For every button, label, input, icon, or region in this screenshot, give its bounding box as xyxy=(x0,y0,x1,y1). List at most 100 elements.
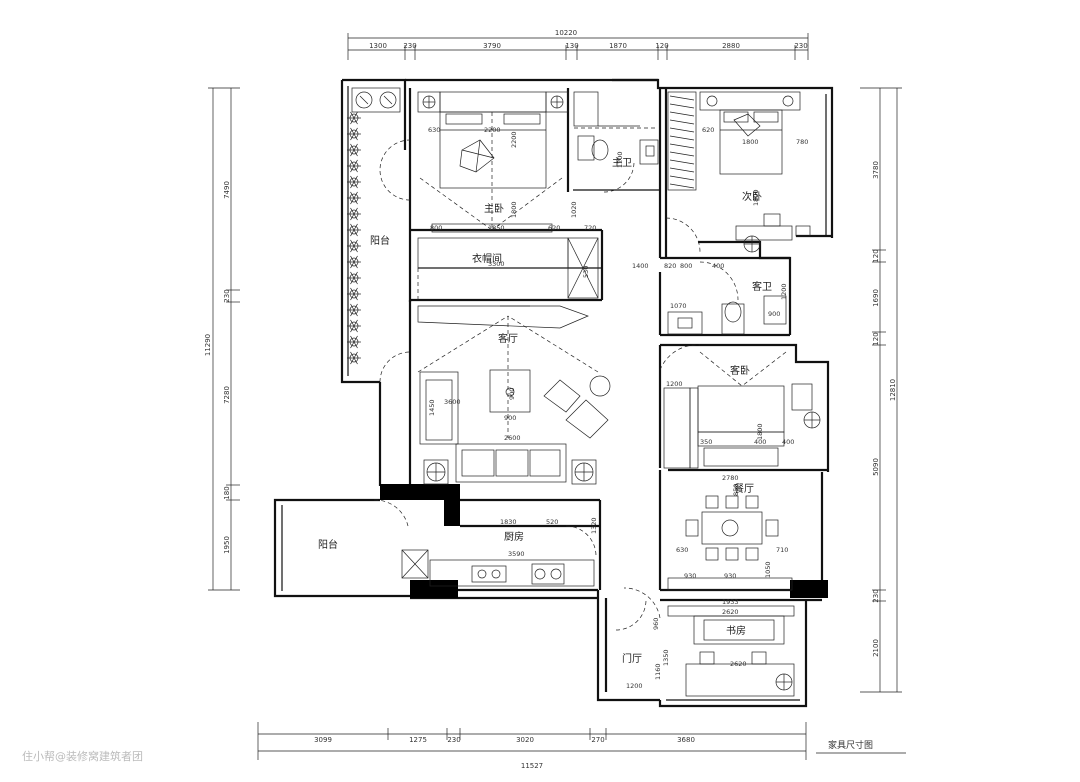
plant-icon xyxy=(347,335,361,349)
st-dim: 960 xyxy=(652,618,660,630)
lr-dim: 900 xyxy=(504,414,516,422)
dim-bottom-seg: 230 xyxy=(447,736,460,744)
column-block xyxy=(444,500,460,526)
dr-dim: 930 xyxy=(684,572,696,580)
plant-icon xyxy=(347,239,361,253)
structural-columns xyxy=(380,484,828,598)
lr-dim: 2600 xyxy=(504,434,521,442)
dim-right-seg: 2100 xyxy=(872,639,880,657)
plant-icon xyxy=(347,255,361,269)
st-dim: 2620 xyxy=(722,608,739,616)
dim-top-seg: 3790 xyxy=(483,42,501,50)
plant-icon xyxy=(347,351,361,365)
room-label-living-room: 客厅 xyxy=(498,332,518,345)
second-bedroom: 620 1800 780 1800 次卧 xyxy=(665,91,811,253)
dim-top-seg: 130 xyxy=(565,42,578,50)
column-block xyxy=(790,580,828,598)
guest-bath: 1070 900 1200 820 800 400 1400 客卫 xyxy=(632,261,788,335)
cloak-dim: 3300 xyxy=(488,260,505,268)
gbed-dim: 400 xyxy=(754,438,766,446)
plant-icon xyxy=(347,271,361,285)
washing-machine-icon xyxy=(351,87,401,113)
dim-top-seg: 230 xyxy=(403,42,416,50)
f-dim: 1200 xyxy=(626,682,643,690)
mb-dim: 620 xyxy=(548,224,560,232)
dim-right-seg: 230 xyxy=(872,589,880,602)
cloak-dim: 530 xyxy=(582,266,590,278)
room-label-master-bedroom: 主卧 xyxy=(484,202,504,215)
dining-room: 850 630 710 930 930 1050 餐厅 xyxy=(667,482,793,591)
room-label-dining-room: 餐厅 xyxy=(734,482,754,495)
dim-left-seg: 7490 xyxy=(223,181,231,199)
plant-icon xyxy=(347,111,361,125)
k-dim: 1830 xyxy=(500,518,517,526)
mb-dim: 720 xyxy=(584,224,596,232)
gb-dim: 400 xyxy=(712,262,724,270)
gb-dim: 1200 xyxy=(780,283,788,300)
dim-right-seg: 5090 xyxy=(872,458,880,476)
dr-dim: 930 xyxy=(724,572,736,580)
room-label-second-bedroom: 次卧 xyxy=(742,190,762,203)
dim-left-total: 11290 xyxy=(204,334,212,356)
dim-top-seg: 230 xyxy=(794,42,807,50)
dimension-lines xyxy=(208,33,902,760)
dim-left-seg: 1950 xyxy=(223,536,231,554)
room-label-master-bath: 主卫 xyxy=(612,157,632,169)
sb-dim: 1800 xyxy=(742,138,759,146)
dim-top-seg: 1870 xyxy=(609,42,627,50)
lr-dim: 3600 xyxy=(444,398,461,406)
dim-right-seg: 3780 xyxy=(872,161,880,179)
dr-dim: 710 xyxy=(776,546,788,554)
column-block xyxy=(380,484,460,500)
dr-dim: 850 xyxy=(732,484,740,496)
dim-top-seg: 2880 xyxy=(722,42,740,50)
plant-icon xyxy=(347,303,361,317)
k-dim: 1320 xyxy=(590,517,598,534)
st-dim: 1933 xyxy=(722,598,739,606)
dim-left-seg: 180 xyxy=(223,486,231,499)
dimension-labels: 10220 1300 230 3790 130 1870 120 2880 23… xyxy=(204,29,897,770)
legend-title: 家具尺寸图 xyxy=(828,739,873,751)
balcony-plants xyxy=(347,111,361,365)
bath-dim: 1200 xyxy=(616,151,624,168)
dim-left-seg: 230 xyxy=(223,289,231,302)
dim-right-seg: 1690 xyxy=(872,289,880,307)
mb-dim: 1800 xyxy=(510,201,518,218)
sb-dim: 1800 xyxy=(752,189,760,206)
dim-top-seg: 120 xyxy=(655,42,668,50)
plant-icon xyxy=(347,287,361,301)
room-label-study: 书房 xyxy=(726,624,746,637)
f-dim: 1160 xyxy=(654,663,662,680)
mb-dim: 1850 xyxy=(488,224,505,232)
kitchen: 1830 520 3590 1320 厨房 xyxy=(373,499,598,587)
room-label-guest-bath: 客卫 xyxy=(752,280,772,293)
gbed-dim: 2780 xyxy=(722,474,739,482)
dim-top-total: 10220 xyxy=(555,29,577,37)
gbed-dim: 350 xyxy=(700,438,712,446)
master-bath: 1200 主卫 xyxy=(573,91,659,193)
room-label-guest-bedroom: 客卧 xyxy=(730,364,750,377)
dim-right-seg: 120 xyxy=(872,332,880,345)
gb-dim: 820 xyxy=(664,262,676,270)
living-room: 900 900 1450 3600 2600 客厅 xyxy=(417,305,611,485)
dr-dim: 1050 xyxy=(764,561,772,578)
dim-bottom-seg: 1275 xyxy=(409,736,427,744)
k-dim: 3590 xyxy=(508,550,525,558)
mb-dim: 800 xyxy=(430,224,442,232)
dr-dim: 630 xyxy=(676,546,688,554)
walls xyxy=(273,78,834,708)
plant-icon xyxy=(347,319,361,333)
dim-bottom-total: 11527 xyxy=(521,762,543,770)
gbed-dim: 1800 xyxy=(756,423,764,440)
mb-dim: 2200 xyxy=(510,131,518,148)
sb-dim: 780 xyxy=(796,138,808,146)
gb-dim: 800 xyxy=(680,262,692,270)
room-label-balcony-top: 阳台 xyxy=(370,234,390,247)
gbed-dim: 1200 xyxy=(666,380,683,388)
dim-bottom-seg: 270 xyxy=(591,736,604,744)
legend: 家具尺寸图 xyxy=(816,739,906,754)
gb-dim: 1400 xyxy=(632,262,649,270)
dim-bottom-seg: 3099 xyxy=(314,736,332,744)
st-dim: 2620 xyxy=(730,660,747,668)
